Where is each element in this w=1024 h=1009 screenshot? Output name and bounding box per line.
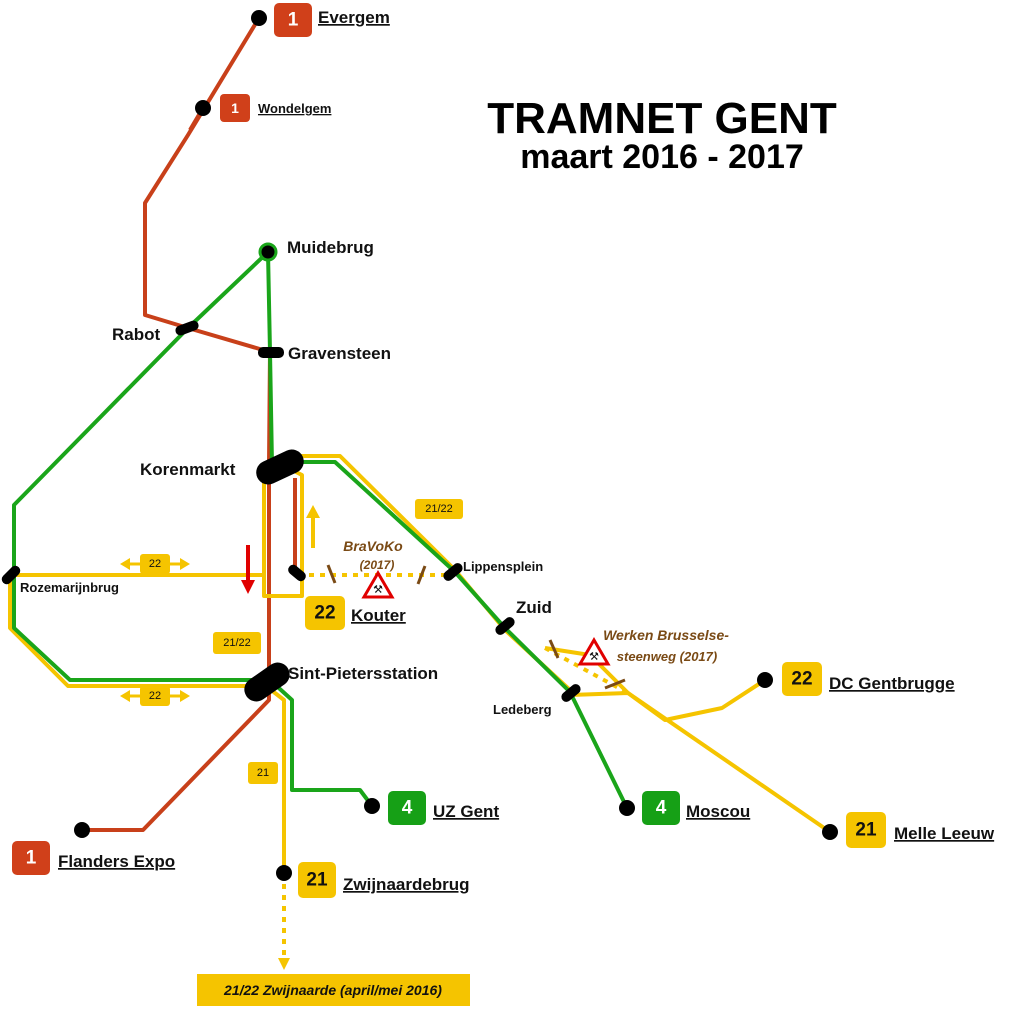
line-label-21-22-mid: 21/22 bbox=[223, 637, 251, 649]
terminal-wondelgem[interactable]: Wondelgem bbox=[258, 101, 331, 116]
line-label-badge bbox=[140, 686, 170, 706]
station-ledeberg[interactable]: Ledeberg bbox=[493, 702, 552, 717]
line-1-route bbox=[82, 16, 315, 832]
terminal-melle-leeuw[interactable]: Melle Leeuw bbox=[894, 824, 995, 843]
terminal-zwijnaardebrug[interactable]: Zwijnaardebrug bbox=[343, 875, 470, 894]
stops bbox=[1, 10, 838, 881]
station-gravensteen[interactable]: Gravensteen bbox=[288, 344, 391, 363]
diversion-dashed bbox=[282, 573, 629, 960]
works-brusselsesteenweg-line1: Werken Brusselse- bbox=[603, 627, 729, 643]
line-4-badge-text: 4 bbox=[656, 798, 667, 819]
terminal-moscou[interactable]: Moscou bbox=[686, 802, 750, 821]
line-21-badge-text: 21 bbox=[306, 870, 328, 891]
line-label-22-left-bottom: 22 bbox=[149, 690, 161, 702]
station-zuid[interactable]: Zuid bbox=[516, 598, 552, 617]
roadworks-icon: ⚒ bbox=[577, 637, 611, 666]
line-label-badge bbox=[415, 499, 463, 519]
line-1-badge-text: 1 bbox=[288, 10, 299, 31]
station-sint-pietersstation[interactable]: Sint-Pietersstation bbox=[288, 664, 438, 683]
direction-arrows bbox=[120, 505, 320, 702]
line-4-badge-text: 4 bbox=[402, 798, 413, 819]
line-22-badge bbox=[305, 596, 345, 630]
line-label-21-22-top: 21/22 bbox=[425, 503, 453, 515]
line-label-22-left-top: 22 bbox=[149, 558, 161, 570]
line-4-badge bbox=[642, 791, 680, 825]
station-rabot[interactable]: Rabot bbox=[112, 325, 161, 344]
line-21-badge bbox=[846, 812, 886, 848]
line-label-badge bbox=[140, 554, 170, 574]
works-bravoko-title: BraVoKo bbox=[343, 538, 403, 554]
station-muidebrug[interactable]: Muidebrug bbox=[287, 238, 374, 257]
map-title: TRAMNET GENT bbox=[487, 94, 837, 143]
line-1-badge-text: 1 bbox=[26, 848, 37, 869]
terminal-kouter[interactable]: Kouter bbox=[351, 606, 406, 625]
works-bars bbox=[326, 564, 626, 690]
station-rozemarijnbrug[interactable]: Rozemarijnbrug bbox=[20, 580, 119, 595]
line-21-badge-text: 21 bbox=[855, 820, 877, 841]
line-22-badge-text: 22 bbox=[791, 669, 812, 690]
line-1-badge-text: 1 bbox=[231, 100, 239, 116]
line-21-badge bbox=[298, 862, 336, 898]
station-korenmarkt[interactable]: Korenmarkt bbox=[140, 460, 236, 479]
svg-text:⚒: ⚒ bbox=[589, 651, 599, 663]
line-1-badge bbox=[12, 841, 50, 875]
line-22-badge bbox=[782, 662, 822, 696]
line-1-badge bbox=[274, 3, 312, 37]
line-22-badge-text: 22 bbox=[314, 603, 335, 624]
terminal-flanders-expo[interactable]: Flanders Expo bbox=[58, 852, 175, 871]
line-label-21: 21 bbox=[257, 767, 269, 779]
works-brusselsesteenweg-line2: steenweg (2017) bbox=[617, 649, 717, 664]
map-subtitle: maart 2016 - 2017 bbox=[520, 138, 804, 176]
zwijnaarde-note-box bbox=[197, 974, 470, 1006]
terminal-uz-gent[interactable]: UZ Gent bbox=[433, 802, 499, 821]
line-4-route bbox=[12, 250, 629, 809]
station-lippensplein[interactable]: Lippensplein bbox=[463, 559, 543, 574]
works-bravoko-year: (2017) bbox=[360, 558, 395, 572]
line-1-badge bbox=[220, 94, 250, 122]
line-label-badge bbox=[213, 632, 261, 654]
terminal-dc-gentbrugge[interactable]: DC Gentbrugge bbox=[829, 674, 955, 693]
svg-text:⚒: ⚒ bbox=[373, 584, 383, 596]
line-label-badge bbox=[248, 762, 278, 784]
terminal-evergem[interactable]: Evergem bbox=[318, 8, 390, 27]
line-4-badge bbox=[388, 791, 426, 825]
zwijnaarde-note: 21/22 Zwijnaarde (april/mei 2016) bbox=[223, 982, 442, 998]
roadworks-icon: ⚒ bbox=[361, 570, 395, 599]
zwijnaarde-arrow-icon bbox=[278, 958, 290, 970]
